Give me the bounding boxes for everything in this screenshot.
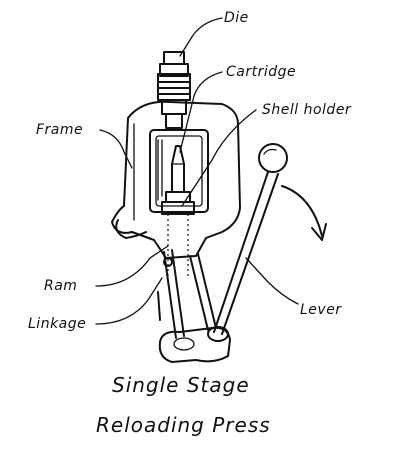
linkage-illustration	[157, 249, 217, 339]
ram-illustration	[167, 214, 189, 278]
cartridge-illustration	[171, 145, 185, 193]
leader-lines	[95, 17, 299, 325]
title-line-2: Reloading Press	[96, 413, 271, 437]
label-cartridge: Cartridge	[226, 64, 296, 80]
title-line-1: Single Stage	[112, 373, 250, 397]
die-illustration	[157, 51, 191, 129]
label-linkage: Linkage	[28, 316, 86, 332]
label-shell-holder: Shell holder	[262, 102, 352, 118]
frame-illustration	[111, 100, 241, 259]
base-illustration	[158, 326, 231, 363]
label-die: Die	[224, 10, 249, 26]
label-frame: Frame	[36, 122, 83, 138]
lever-illustration	[207, 143, 327, 342]
shell-holder-illustration	[161, 191, 195, 215]
label-ram: Ram	[44, 278, 77, 294]
label-lever: Lever	[300, 302, 342, 318]
